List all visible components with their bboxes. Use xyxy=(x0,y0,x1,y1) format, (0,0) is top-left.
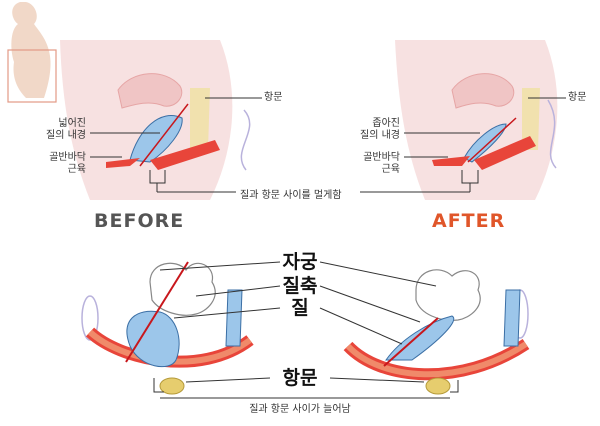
before-title: BEFORE xyxy=(94,210,185,232)
bottom-before xyxy=(81,261,254,395)
after-label-narrowed-wall: 좁아진 질의 내경 xyxy=(360,118,400,141)
bottom-label-anus: 항문 xyxy=(282,367,318,389)
after-label-pelvic-floor: 골반바닥 근육 xyxy=(363,152,400,175)
bottom-label-distance: 질과 항문 사이가 늘어남 xyxy=(249,404,351,415)
before-label-pelvic-floor: 골반바닥 근육 xyxy=(49,152,86,175)
bottom-label-uterus: 자궁 xyxy=(282,251,318,273)
before-label-widened-wall: 넓어진 질의 내경 xyxy=(46,118,86,141)
bottom-label-vaginal-axis: 질축 xyxy=(282,275,318,297)
after-label-anus: 항문 xyxy=(568,92,587,103)
body-thumbnail xyxy=(7,2,57,103)
before-leaders xyxy=(90,97,262,193)
bottom-after xyxy=(343,269,530,395)
before-pelvis xyxy=(60,40,251,200)
after-title: AFTER xyxy=(432,210,506,232)
bottom-label-vagina: 질 xyxy=(291,297,309,319)
before-label-anus: 항문 xyxy=(264,92,283,103)
bottom-leaders xyxy=(153,261,459,399)
shared-label-distance: 질과 항문 사이를 멀게함 xyxy=(240,190,342,201)
after-leaders xyxy=(360,97,566,193)
after-pelvis xyxy=(395,40,558,200)
